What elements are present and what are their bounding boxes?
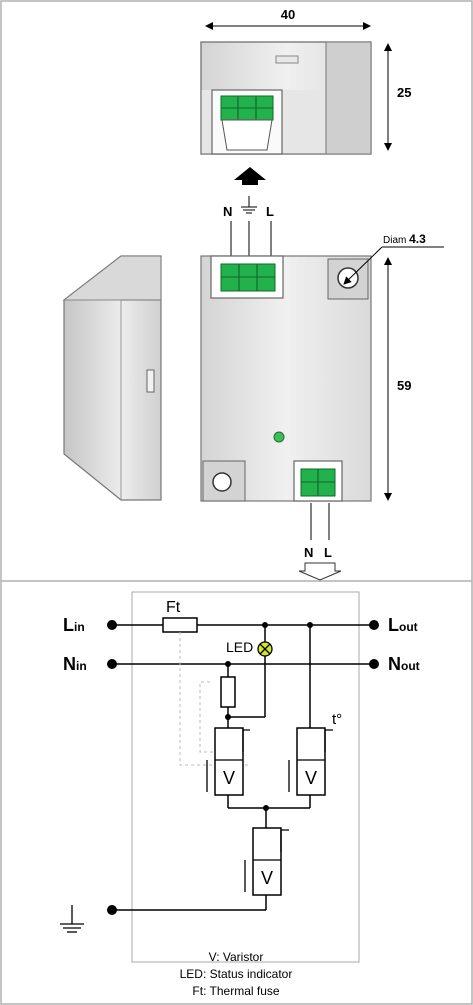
- front-view: [200, 255, 372, 502]
- mounting-hole-bottom: [212, 472, 232, 492]
- output-arrow-icon: [298, 562, 342, 581]
- label-nin: Nin: [63, 654, 87, 674]
- legend-varistor: V: Varistor: [209, 950, 264, 964]
- top-view: 40 25: [200, 7, 411, 155]
- depth-dimension-label: 25: [397, 85, 411, 100]
- hole-diameter-value: 4.3: [409, 232, 426, 246]
- varistor-3: V: [244, 827, 289, 896]
- top-view-side-block: [325, 41, 372, 155]
- earth-symbol-icon: [241, 196, 257, 214]
- varistor-2-label: V: [305, 768, 317, 788]
- connector-top-labels: N L: [223, 196, 274, 258]
- hole-diameter-text: Diam 4.3: [383, 232, 426, 246]
- label-thermal: t°: [332, 711, 342, 728]
- varistor-2: V: [288, 727, 333, 796]
- label-nout: Nout: [388, 654, 420, 674]
- connector-top-n-label: N: [223, 204, 232, 219]
- connector-bottom-labels: N L: [298, 503, 342, 581]
- label-ft: Ft: [166, 599, 181, 616]
- connector-top-l-label: L: [266, 204, 274, 219]
- legend-thermal-fuse: Ft: Thermal fuse: [192, 984, 279, 998]
- width-dimension-label: 40: [281, 7, 295, 22]
- thermal-link-dashed: [179, 632, 250, 766]
- insert-arrow-icon: [234, 167, 266, 185]
- schematic: Lin Nin Lout Nout Ft LED: [63, 591, 420, 963]
- status-led-indicator: [273, 431, 285, 443]
- label-lin: Lin: [63, 615, 85, 635]
- label-led: LED: [226, 639, 253, 655]
- thermal-fuse: [162, 617, 198, 633]
- connector-bottom-n-label: N: [304, 545, 313, 560]
- hole-diameter-prefix: Diam: [383, 235, 406, 246]
- led-resistor: [220, 676, 236, 708]
- varistor-3-label: V: [261, 868, 273, 888]
- schematic-box: [131, 591, 360, 963]
- hole-diameter-callout: Diam 4.3: [343, 232, 444, 285]
- legend-led: LED: Status indicator: [180, 967, 293, 981]
- mounting-hole-top: [337, 267, 359, 289]
- varistor-1-label: V: [223, 768, 235, 788]
- label-lout: Lout: [388, 615, 418, 635]
- earth-icon: [60, 905, 84, 933]
- height-dimension-label: 59: [397, 378, 411, 393]
- top-view-slot: [275, 55, 299, 64]
- connector-bottom-l-label: L: [324, 545, 332, 560]
- varistor-1: V: [206, 727, 250, 796]
- legend: V: Varistor LED: Status indicator Ft: Th…: [180, 950, 293, 998]
- side-view-slot: [146, 369, 155, 393]
